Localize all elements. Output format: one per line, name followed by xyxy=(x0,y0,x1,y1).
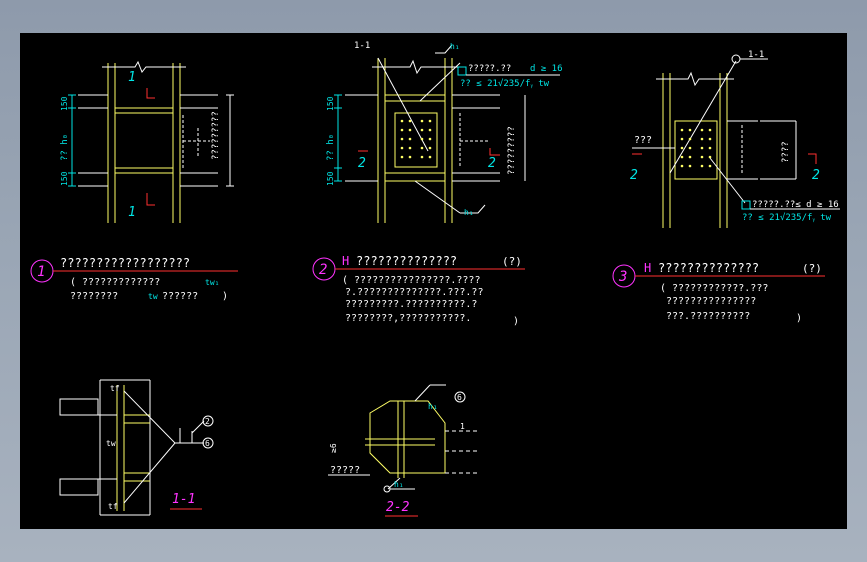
detail-3-title-h: H xyxy=(644,261,651,275)
section-2-2-callout: 6 xyxy=(457,393,462,402)
detail-1-note: ????????? xyxy=(211,111,221,160)
section-1-1-tf-bottom: tf xyxy=(108,502,118,511)
section-mark-2-right: 2 xyxy=(488,156,496,171)
detail-2-title-h: H xyxy=(342,254,349,268)
section-2-2-h-bottom: h₁ xyxy=(394,480,404,489)
section-mark-1-bottom: 1 xyxy=(128,205,136,220)
detail-1-line2-d: ) xyxy=(222,291,228,302)
section-mark-2-left: 2 xyxy=(358,156,366,171)
section-2-2-drawing xyxy=(328,384,480,517)
section-2-2-tick: 1 xyxy=(460,422,465,431)
detail-3-note: ???? xyxy=(781,141,791,163)
section-2-2-weld-label: ≥6 xyxy=(329,443,338,453)
section-mark-3-right: 2 xyxy=(812,168,820,183)
detail-2-spec2: ?? ≤ 21√235/fᵧ tw xyxy=(460,78,550,89)
detail-2-number: 2 xyxy=(319,262,327,278)
detail-2-leader-top: h₁ xyxy=(450,42,460,51)
detail-3-line3-b: ) xyxy=(796,313,802,324)
detail-2-spec1-b: d ≥ 16 xyxy=(530,64,563,74)
detail-3-line3: ???.?????????? xyxy=(666,311,750,322)
detail-3-title: ?????????????? xyxy=(658,261,759,275)
detail-3-number: 3 xyxy=(618,269,627,285)
detail-1-line2-b: tw xyxy=(148,292,158,301)
detail-1-drawing xyxy=(68,60,234,223)
detail-2-dim-top: 150 xyxy=(326,96,335,111)
detail-1-line1: ( ????????????? xyxy=(70,277,160,288)
detail-1-dim-top: 150 xyxy=(60,96,69,111)
detail-2-axis-label: 1-1 xyxy=(354,41,370,51)
detail-2-line1: ( ????????????????.???? xyxy=(342,275,480,286)
cad-model-space[interactable]: 1 1 150 ?? h₀ 150 ????????? 1 ??????????… xyxy=(20,33,847,529)
detail-2-note: ????????? xyxy=(507,126,517,175)
section-mark-3-left: 2 xyxy=(630,168,638,183)
detail-1-line2-c: ?????? xyxy=(162,291,198,302)
detail-3-drawing xyxy=(632,54,840,228)
detail-2-spec1: ?????.?? xyxy=(468,64,511,74)
detail-3-spec1: ?????.??≤ d ≥ 16 xyxy=(752,200,839,210)
steel-connection-drawing: 1 1 150 ?? h₀ 150 ????????? 1 ??????????… xyxy=(30,41,840,517)
detail-2-line4-b: ) xyxy=(513,316,519,327)
detail-3-line2: ??????????????? xyxy=(666,296,756,307)
detail-2-title-suffix: (?) xyxy=(502,255,522,268)
section-1-1-title: 1-1 xyxy=(172,492,195,507)
section-1-1-tw: tw xyxy=(106,439,116,448)
detail-2-line3: ?????????.??????????.? xyxy=(345,299,477,310)
detail-2-dim-bottom: 150 xyxy=(326,171,335,186)
detail-3-spec2: ?? ≤ 21√235/fᵧ tw xyxy=(742,212,832,223)
detail-1-line1-b: tw₁ xyxy=(205,278,219,287)
detail-2-dim-mid: ?? h₀ xyxy=(326,134,336,161)
section-2-2-h-top: h₁ xyxy=(428,402,438,411)
detail-1-dim-bottom: 150 xyxy=(60,171,69,186)
detail-1-title: ?????????????????? xyxy=(60,256,190,270)
section-1-1-tf-top: tf xyxy=(110,384,120,393)
detail-2-title: ?????????????? xyxy=(356,254,457,268)
detail-1-dim-mid: ?? h₀ xyxy=(60,134,70,161)
section-1-1-callout-b: 6 xyxy=(205,439,210,448)
detail-3-title-suffix: (?) xyxy=(802,262,822,275)
detail-number-markers xyxy=(30,257,825,288)
detail-2-drawing xyxy=(334,44,560,223)
detail-3-bolt-grid xyxy=(680,128,712,168)
detail-1-line2: ???????? xyxy=(70,291,118,302)
section-mark-1-top: 1 xyxy=(128,70,136,85)
section-1-1-callout-a: 2 xyxy=(205,417,210,426)
detail-3-axis-label: 1-1 xyxy=(748,50,764,60)
section-2-2-note: ????? xyxy=(330,465,360,476)
detail-2-bolt-grid xyxy=(400,119,432,159)
section-2-2-title: 2-2 xyxy=(386,500,410,515)
detail-3-left-label: ??? xyxy=(634,135,652,146)
detail-3-line1: ( ????????????.??? xyxy=(660,283,768,294)
detail-2-line2: ?.??????????????.???.?? xyxy=(345,287,483,298)
detail-2-leader-bottom: h₁ xyxy=(464,208,474,217)
detail-2-line4: ????????,???????????. xyxy=(345,313,471,324)
section-1-1-drawing xyxy=(59,379,214,516)
detail-1-number: 1 xyxy=(37,264,45,280)
